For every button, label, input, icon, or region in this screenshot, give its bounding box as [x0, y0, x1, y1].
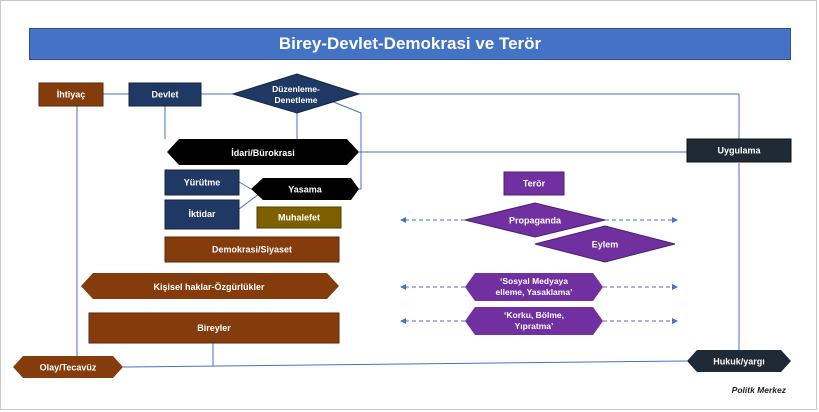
node-yasama: Yasama: [251, 178, 359, 200]
node-eylem-label: Eylem: [592, 240, 619, 250]
node-sosyal-medya: ‘Sosyal Medyaya elleme, Yasaklama’: [465, 273, 603, 301]
node-bireyler-label: Bireyler: [197, 323, 231, 333]
node-demokrasi-siyaset: Demokrasi/Siyaset: [164, 236, 340, 263]
node-muhalefet: Muhalefet: [256, 206, 342, 229]
node-propaganda: Propaganda: [464, 202, 606, 238]
node-bireyler: Bireyler: [88, 312, 340, 344]
connector-duzenleme-uygulama: [359, 93, 740, 151]
node-teror-label: Terör: [523, 179, 546, 189]
node-duzenleme-label-2: Denetleme: [275, 95, 318, 105]
node-eylem: Eylem: [534, 225, 676, 263]
node-uygulama-label: Uygulama: [717, 146, 761, 156]
node-uygulama: Uygulama: [686, 138, 792, 163]
connector-olay-hukuk: [122, 360, 688, 368]
node-korku-label-1: ‘Korku, Bölme,: [504, 310, 564, 320]
node-sosyal-label-1: ‘Sosyal Medyaya: [500, 276, 568, 286]
diagram-title: Birey-Devlet-Demokrasi ve Terör: [29, 28, 791, 60]
node-muhalefet-label: Muhalefet: [278, 213, 320, 223]
node-sosyal-label-2: elleme, Yasaklama’: [496, 287, 573, 297]
node-idari-label: İdari/Bürokrasi: [231, 148, 295, 158]
node-yurutme: Yürütme: [164, 169, 240, 196]
node-teror: Terör: [503, 171, 565, 196]
node-olay-tecavuz: Olay/Tecavüz: [13, 356, 123, 378]
node-korku-label-2: Yıpratma’: [515, 321, 554, 331]
node-devlet-label: Devlet: [151, 90, 178, 100]
node-kisisel-label: Kişisel haklar-Özgürlükler: [153, 282, 265, 292]
node-devlet: Devlet: [128, 82, 202, 107]
node-duzenleme-label-1: Düzenleme-: [272, 84, 320, 94]
node-iktidar-label: İktidar: [188, 209, 216, 219]
footer-credit: Politk Merkez: [731, 385, 786, 395]
node-olay-label: Olay/Tecavüz: [40, 363, 97, 373]
node-idari-burokrasi: İdari/Bürokrasi: [167, 139, 359, 165]
node-yasama-label: Yasama: [288, 185, 323, 195]
connector-yurutme-yasama: [238, 181, 252, 190]
node-yurutme-label: Yürütme: [184, 178, 221, 188]
node-propaganda-label: Propaganda: [509, 216, 562, 226]
node-ihtiyac-label: İhtiyaç: [57, 90, 86, 100]
node-iktidar: İktidar: [164, 199, 240, 230]
node-kisisel-haklar: Kişisel haklar-Özgürlükler: [81, 273, 339, 299]
dashed-arrows: [400, 217, 678, 324]
node-hukuk-yargi: Hukuk/yargı: [687, 350, 791, 372]
node-duzenleme-denetleme: Düzenleme- Denetleme: [231, 73, 361, 114]
node-korku: ‘Korku, Bölme, Yıpratma’: [465, 307, 603, 335]
node-demokrasi-label: Demokrasi/Siyaset: [212, 245, 292, 255]
node-ihtiyac: İhtiyaç: [38, 82, 104, 107]
node-hukuk-label: Hukuk/yargı: [713, 357, 765, 367]
